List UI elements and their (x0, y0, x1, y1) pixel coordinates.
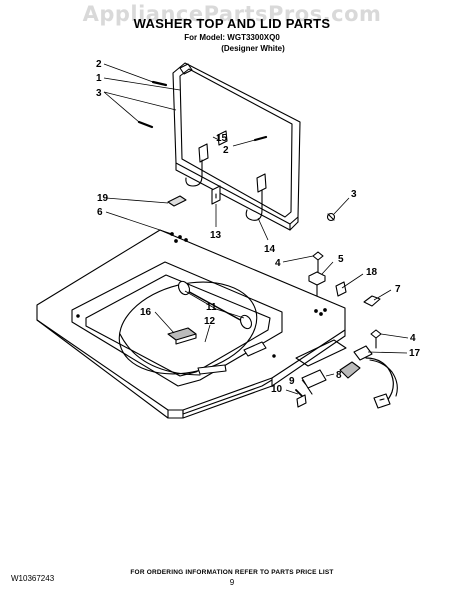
callout-10: 10 (271, 384, 283, 395)
callout-4: 4 (275, 258, 281, 269)
callout-19: 19 (97, 193, 109, 204)
document-number: W10367243 (11, 574, 55, 583)
lid-switch-part (339, 345, 398, 409)
callout-11: 11 (206, 302, 217, 313)
callout-8: 8 (336, 370, 342, 381)
callout-12: 12 (204, 316, 216, 327)
lid-bumper-part (167, 195, 187, 207)
callout-7: 7 (395, 284, 401, 295)
callout-2: 2 (96, 59, 102, 70)
hinge-rod-part (177, 280, 253, 330)
lid-frame-part (172, 62, 301, 231)
callout-15: 15 (216, 133, 228, 144)
lid-latch-part (167, 327, 197, 345)
hinge-clip-part (211, 185, 221, 205)
callout-9: 9 (289, 376, 295, 387)
callout-1: 1 (96, 73, 102, 84)
callout-2: 2 (223, 145, 229, 156)
callout-3: 3 (351, 189, 357, 200)
callout-16: 16 (140, 307, 152, 318)
bumper-part (217, 130, 228, 146)
callout-5: 5 (338, 254, 344, 265)
callout-13: 13 (210, 230, 222, 241)
clip-part (335, 281, 347, 297)
nut-part (308, 271, 326, 297)
leader-lines (103, 63, 409, 395)
page-title: WASHER TOP AND LID PARTS (133, 16, 331, 31)
page-number: 9 (229, 578, 235, 587)
lid-hinge-part (185, 159, 263, 221)
switch-bracket (295, 339, 347, 367)
watermark-text: AppliancePartsPros.com (82, 2, 382, 26)
callout-3: 3 (96, 88, 102, 99)
model-info: For Model: WGT3300XQ0 (Designer White) (0, 32, 464, 54)
callout-18: 18 (366, 267, 378, 278)
washer-top-part (36, 229, 346, 419)
callout-14: 14 (264, 244, 276, 255)
callout-6: 6 (97, 207, 103, 218)
ordering-note: FOR ORDERING INFORMATION REFER TO PARTS … (130, 569, 334, 576)
callout-4: 4 (410, 333, 416, 344)
model-number: For Model: WGT3300XQ0 (184, 33, 280, 42)
model-variant: (Designer White) (221, 44, 285, 53)
small-screw-parts (295, 389, 307, 408)
actuator-part (301, 369, 327, 395)
callout-labels: 2 1 3 15 2 3 19 6 13 14 4 5 18 7 11 16 1… (96, 59, 421, 395)
callout-17: 17 (409, 348, 421, 359)
